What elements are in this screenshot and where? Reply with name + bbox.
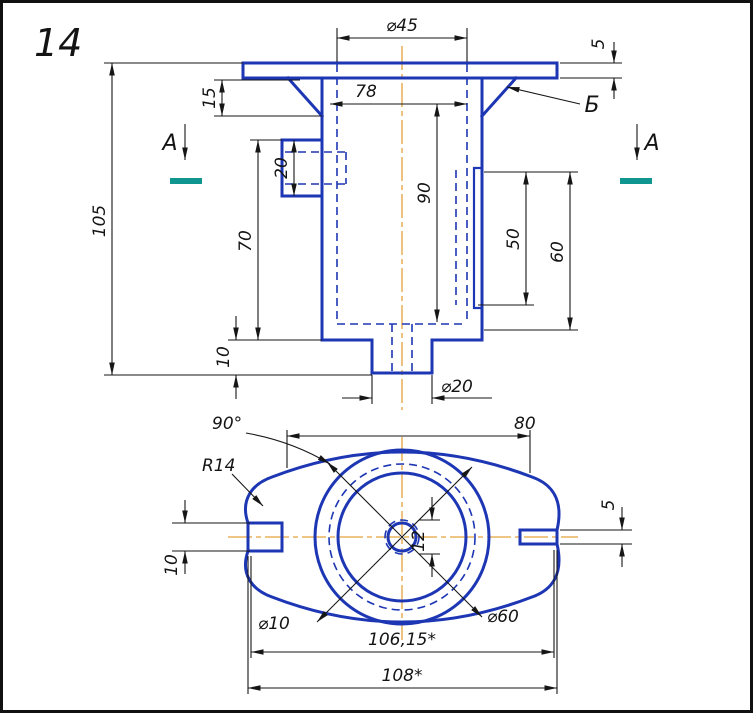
dim-108-text: 108* [382,666,423,686]
tip-slots [246,521,559,553]
dim-50-text: 50 [504,228,524,250]
dim-15-text: 15 [200,87,220,109]
bottom-stub [320,338,484,375]
dim-slot10-text: 10 [162,554,182,576]
dim-80-text: 80 [514,414,536,434]
section-label-right: A [642,131,659,156]
dim-20-text: 20 [272,157,292,179]
front-dimensions: ⌀45 5 78 15 105 20 70 [90,16,622,404]
dim-60-text: 60 [548,241,568,263]
dim-5-text: 5 [589,39,609,50]
dim-90-text: 90 [415,182,435,204]
dim-78-text: 78 [355,82,377,102]
dim-10615-ext [250,550,555,658]
front-outline [241,61,559,375]
dim-105-text: 105 [90,205,110,237]
dim-dia10-text: ⌀10 [258,614,290,634]
dim-dia45-text: ⌀45 [386,16,418,36]
gussets [285,75,519,119]
dim-dia20-text: ⌀20 [441,377,473,397]
boss-hole-hidden [285,151,347,185]
angle-leader [245,432,331,465]
dia60-leader [326,461,483,618]
dim-50-ext [478,171,578,306]
dim-70-text: 70 [236,230,256,252]
section-label-left: A [160,131,177,156]
section-marks: A A Б [160,86,660,184]
body-walls [320,76,484,342]
sheet-number: 14 [34,21,82,65]
dim-12-text: 12 [409,530,429,552]
plan-view: ⌀10 ⌀60 90° R14 80 10 5 [162,414,632,694]
radius-leader [231,473,264,507]
dim-angle-text: 90° [212,414,242,434]
side-boss [280,138,324,198]
flange [241,61,559,80]
stub-hole-hidden [391,324,413,372]
dim-10615-text: 106,15* [368,630,436,650]
dim-radius-text: R14 [202,456,235,476]
circle-dia60 [313,448,491,626]
dim-slot5-text: 5 [599,500,619,511]
detail-leader [506,86,581,105]
detail-label: Б [584,93,599,118]
plan-dimensions: ⌀10 ⌀60 90° R14 80 10 5 [162,414,632,694]
bore-hidden [336,64,468,325]
dim-10-text: 10 [214,346,234,368]
dim-105-ext [104,62,372,376]
dim-108-ext [247,550,558,694]
inner-step [472,166,482,310]
dim-5-ext [560,62,622,79]
dia10-leader [316,466,473,623]
front-view: ⌀45 5 78 15 105 20 70 [90,16,660,410]
dim-dia45-ext [336,28,468,62]
dim-dia60-text: ⌀60 [487,607,519,627]
dim-15-ext [214,79,322,117]
front-hidden-lines [285,64,468,372]
